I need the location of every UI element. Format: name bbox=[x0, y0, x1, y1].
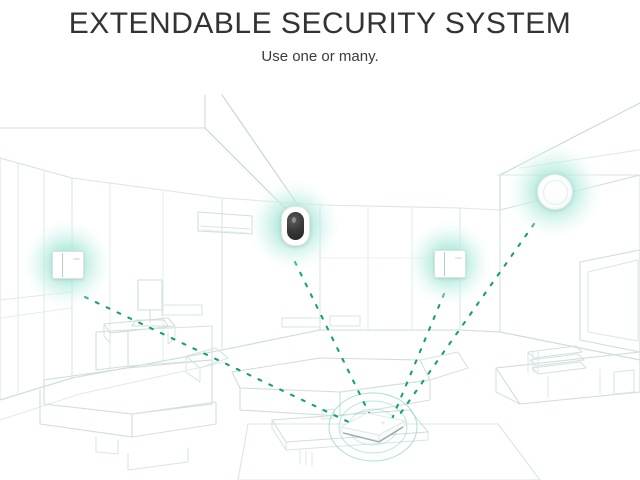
header: EXTENDABLE SECURITY SYSTEM Use one or ma… bbox=[0, 0, 640, 66]
camera-body bbox=[281, 206, 310, 246]
motion-sensor-ring-icon bbox=[542, 179, 568, 205]
contact-sensor-led-icon bbox=[73, 258, 80, 260]
device-door-window-sensor-right[interactable] bbox=[434, 250, 466, 278]
page-title: EXTENDABLE SECURITY SYSTEM bbox=[68, 7, 572, 40]
device-door-window-sensor-left[interactable] bbox=[52, 251, 84, 279]
hub-side-face bbox=[378, 420, 406, 442]
device-halos bbox=[22, 143, 602, 309]
hub-shadow bbox=[342, 426, 404, 443]
contact-sensor-body bbox=[434, 250, 466, 278]
signal-links bbox=[83, 222, 536, 427]
motion-sensor-body bbox=[537, 174, 573, 210]
camera-lens-icon bbox=[287, 212, 304, 240]
contact-sensor-split bbox=[62, 253, 63, 277]
base-station-hub bbox=[339, 412, 407, 443]
contact-sensor-body bbox=[52, 251, 84, 279]
page-subtitle: Use one or many. bbox=[261, 48, 379, 65]
contact-sensor-split bbox=[444, 252, 445, 276]
device-security-camera[interactable] bbox=[281, 206, 310, 246]
link-motion-sensor-to-hub bbox=[398, 222, 536, 416]
hub-led bbox=[381, 421, 385, 425]
link-camera-to-hub bbox=[293, 260, 372, 417]
hub-ring-outer bbox=[328, 392, 418, 462]
link-left-sensor-to-hub bbox=[83, 295, 357, 427]
contact-sensor-led-icon bbox=[455, 257, 462, 259]
hub-ring-mid bbox=[338, 400, 408, 454]
device-motion-sensor-ceiling[interactable] bbox=[537, 174, 573, 210]
